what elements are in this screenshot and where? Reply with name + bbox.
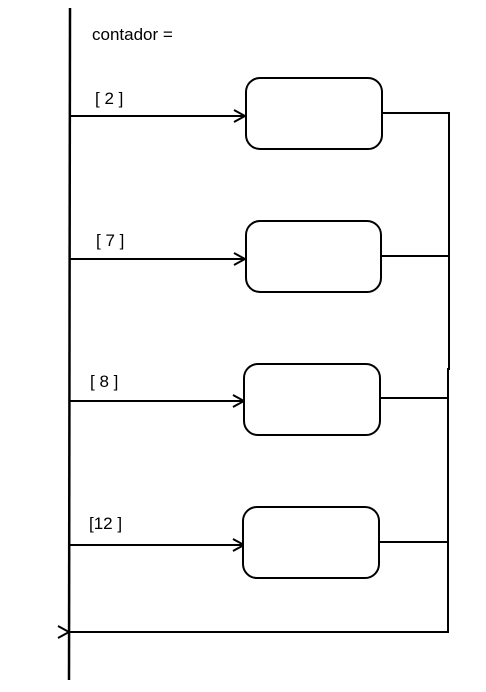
action-box-1 (245, 77, 383, 150)
counter-label: contador = (92, 25, 173, 44)
guard-label-1: [ 2 ] (95, 89, 123, 108)
branch-1: [ 2 ] (70, 77, 449, 150)
branch-2: [ 7 ] (70, 220, 449, 293)
branch-4: [12 ] (69, 506, 448, 579)
main-vertical-line (67, 7, 72, 681)
branch-3: [ 8 ] (69, 363, 448, 436)
action-box-2 (245, 220, 382, 293)
guard-label-3: [ 8 ] (90, 372, 118, 391)
action-box-4 (242, 506, 380, 579)
action-box-3 (243, 363, 381, 436)
guard-label-2: [ 7 ] (96, 231, 124, 250)
guard-label-4: [12 ] (89, 514, 122, 533)
